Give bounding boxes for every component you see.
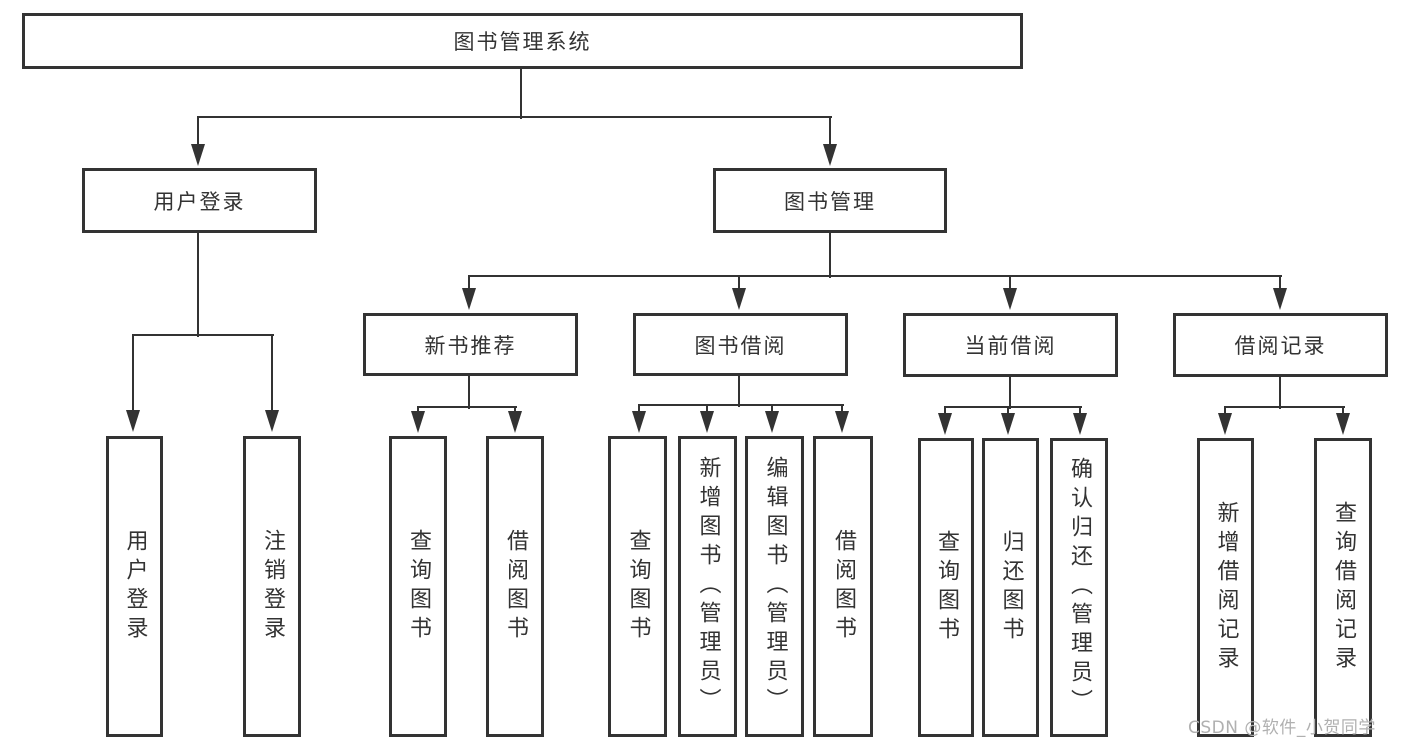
node-book-borrowing: 图书借阅 xyxy=(633,313,848,376)
node-label: 图书管理 xyxy=(784,189,876,214)
connector-line-horizontal xyxy=(197,116,832,118)
connector-line-vertical xyxy=(132,335,134,412)
arrow-down-icon xyxy=(508,411,522,433)
node-label: 当前借阅 xyxy=(964,334,1057,358)
node-label: 查询借阅记录 xyxy=(1331,500,1356,675)
node-label: 归还图书 xyxy=(998,529,1024,646)
arrow-down-icon xyxy=(1003,288,1017,310)
connector-line-vertical xyxy=(706,405,708,413)
leaf-return-books: 归还图书 xyxy=(982,438,1039,737)
arrow-down-icon xyxy=(1218,413,1232,435)
connector-line-vertical xyxy=(468,376,470,409)
connector-line-vertical xyxy=(1279,276,1281,290)
node-current-borrowing: 当前借阅 xyxy=(903,313,1118,377)
arrow-down-icon xyxy=(1001,413,1015,435)
connector-line-vertical xyxy=(841,405,843,413)
arrow-down-icon xyxy=(1273,288,1287,310)
node-label: 查询图书 xyxy=(625,528,651,645)
connector-line-vertical xyxy=(1279,377,1281,409)
leaf-query-books-1: 查询图书 xyxy=(389,436,447,737)
arrow-down-icon xyxy=(765,411,779,433)
arrow-down-icon xyxy=(732,288,746,310)
connector-line-vertical xyxy=(738,276,740,290)
node-label: 确认归还（管理员） xyxy=(1067,457,1092,718)
leaf-edit-books-admin: 编辑图书（管理员） xyxy=(745,436,804,737)
connector-line-vertical xyxy=(829,117,831,146)
connector-line-vertical xyxy=(1079,407,1081,415)
arrow-down-icon xyxy=(411,411,425,433)
node-label: 图书借阅 xyxy=(694,333,787,358)
leaf-user-login: 用户登录 xyxy=(106,436,163,737)
connector-line-vertical xyxy=(1342,407,1344,415)
arrow-down-icon xyxy=(700,411,714,433)
node-new-book-recommend: 新书推荐 xyxy=(363,313,578,376)
connector-line-horizontal xyxy=(638,404,844,406)
leaf-confirm-return-admin: 确认归还（管理员） xyxy=(1050,438,1108,737)
connector-line-vertical xyxy=(197,117,199,146)
node-label: 借阅记录 xyxy=(1234,334,1327,358)
node-borrow-records: 借阅记录 xyxy=(1173,313,1388,377)
connector-line-horizontal xyxy=(944,406,1082,408)
arrow-down-icon xyxy=(462,288,476,310)
connector-line-horizontal xyxy=(132,334,274,336)
node-label: 新增图书（管理员） xyxy=(695,456,721,717)
node-label: 图书管理系统 xyxy=(453,30,592,54)
arrow-down-icon xyxy=(823,144,837,166)
node-label: 查询图书 xyxy=(406,528,431,645)
connector-line-vertical xyxy=(1009,377,1011,409)
leaf-query-books-3: 查询图书 xyxy=(918,438,974,737)
node-label: 借阅图书 xyxy=(503,528,528,645)
node-label: 注销登录 xyxy=(260,528,285,645)
connector-line-vertical xyxy=(514,407,516,413)
connector-line-horizontal xyxy=(468,275,1282,277)
connector-line-vertical xyxy=(520,69,522,119)
leaf-query-borrow-record: 查询借阅记录 xyxy=(1314,438,1372,737)
connector-line-vertical xyxy=(1009,276,1011,290)
connector-line-vertical xyxy=(738,376,740,407)
arrow-down-icon xyxy=(632,411,646,433)
arrow-down-icon xyxy=(191,144,205,166)
connector-line-vertical xyxy=(1007,407,1009,415)
node-label: 用户登录 xyxy=(122,528,148,645)
connector-line-vertical xyxy=(944,407,946,415)
connector-line-vertical xyxy=(468,276,470,290)
watermark: CSDN @软件_小贺同学 xyxy=(1188,718,1376,738)
node-label: 新书推荐 xyxy=(424,333,517,358)
node-label: 新增借阅记录 xyxy=(1213,500,1239,675)
arrow-down-icon xyxy=(835,411,849,433)
node-book-management: 图书管理 xyxy=(713,168,947,233)
leaf-borrow-books-2: 借阅图书 xyxy=(813,436,873,737)
connector-line-vertical xyxy=(829,233,831,278)
leaf-query-books-2: 查询图书 xyxy=(608,436,667,737)
node-label: 编辑图书（管理员） xyxy=(762,456,788,717)
leaf-logout: 注销登录 xyxy=(243,436,301,737)
node-label: 借阅图书 xyxy=(831,528,856,645)
node-label: 用户登录 xyxy=(153,189,246,214)
arrow-down-icon xyxy=(1073,413,1087,435)
node-library-management-system: 图书管理系统 xyxy=(22,13,1023,69)
connector-line-horizontal xyxy=(1224,406,1345,408)
node-user-login: 用户登录 xyxy=(82,168,317,233)
connector-line-vertical xyxy=(417,407,419,413)
connector-line-vertical xyxy=(197,233,199,337)
arrow-down-icon xyxy=(1336,413,1350,435)
leaf-add-books-admin: 新增图书（管理员） xyxy=(678,436,737,737)
connector-line-vertical xyxy=(771,405,773,413)
connector-line-vertical xyxy=(638,405,640,413)
leaf-borrow-books-1: 借阅图书 xyxy=(486,436,544,737)
arrow-down-icon xyxy=(938,413,952,435)
arrow-down-icon xyxy=(265,410,279,432)
node-label: 查询图书 xyxy=(934,529,959,646)
leaf-add-borrow-record: 新增借阅记录 xyxy=(1197,438,1254,737)
connector-line-vertical xyxy=(271,335,273,412)
connector-line-vertical xyxy=(1224,407,1226,415)
connector-line-horizontal xyxy=(417,406,517,408)
arrow-down-icon xyxy=(126,410,140,432)
